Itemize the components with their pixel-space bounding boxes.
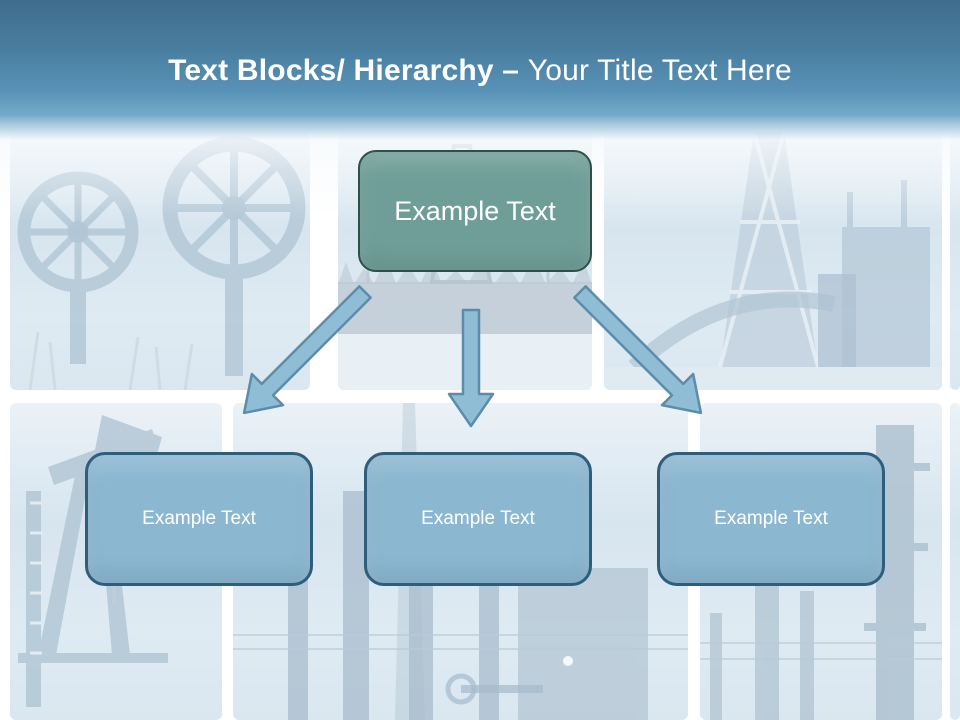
child-textbox-2-label: Example Text (421, 508, 535, 529)
photo-edge-sliver (950, 403, 960, 720)
slide-title-bold: Text Blocks/ Hierarchy – (168, 54, 520, 87)
photo-edge-sliver (950, 132, 960, 390)
child-textbox-3[interactable]: Example Text (657, 452, 885, 586)
root-textbox[interactable]: Example Text (358, 150, 592, 272)
slide-title: Text Blocks/ Hierarchy – Your Title Text… (0, 54, 960, 87)
arrow-down-icon (447, 308, 495, 428)
arrow-down-right-icon (573, 285, 703, 415)
child-textbox-2[interactable]: Example Text (364, 452, 592, 586)
valve-wheels-icon (17, 136, 306, 390)
child-textbox-1[interactable]: Example Text (85, 452, 313, 586)
arrow-down-left-icon (242, 285, 372, 415)
child-textbox-1-label: Example Text (142, 508, 256, 529)
title-banner: Text Blocks/ Hierarchy – Your Title Text… (0, 0, 960, 140)
slide-title-regular: Your Title Text Here (527, 54, 792, 87)
pumpjack-icon (18, 415, 168, 707)
child-textbox-3-label: Example Text (714, 508, 828, 529)
root-textbox-label: Example Text (394, 195, 556, 226)
photo-valve-wheels (10, 132, 310, 390)
